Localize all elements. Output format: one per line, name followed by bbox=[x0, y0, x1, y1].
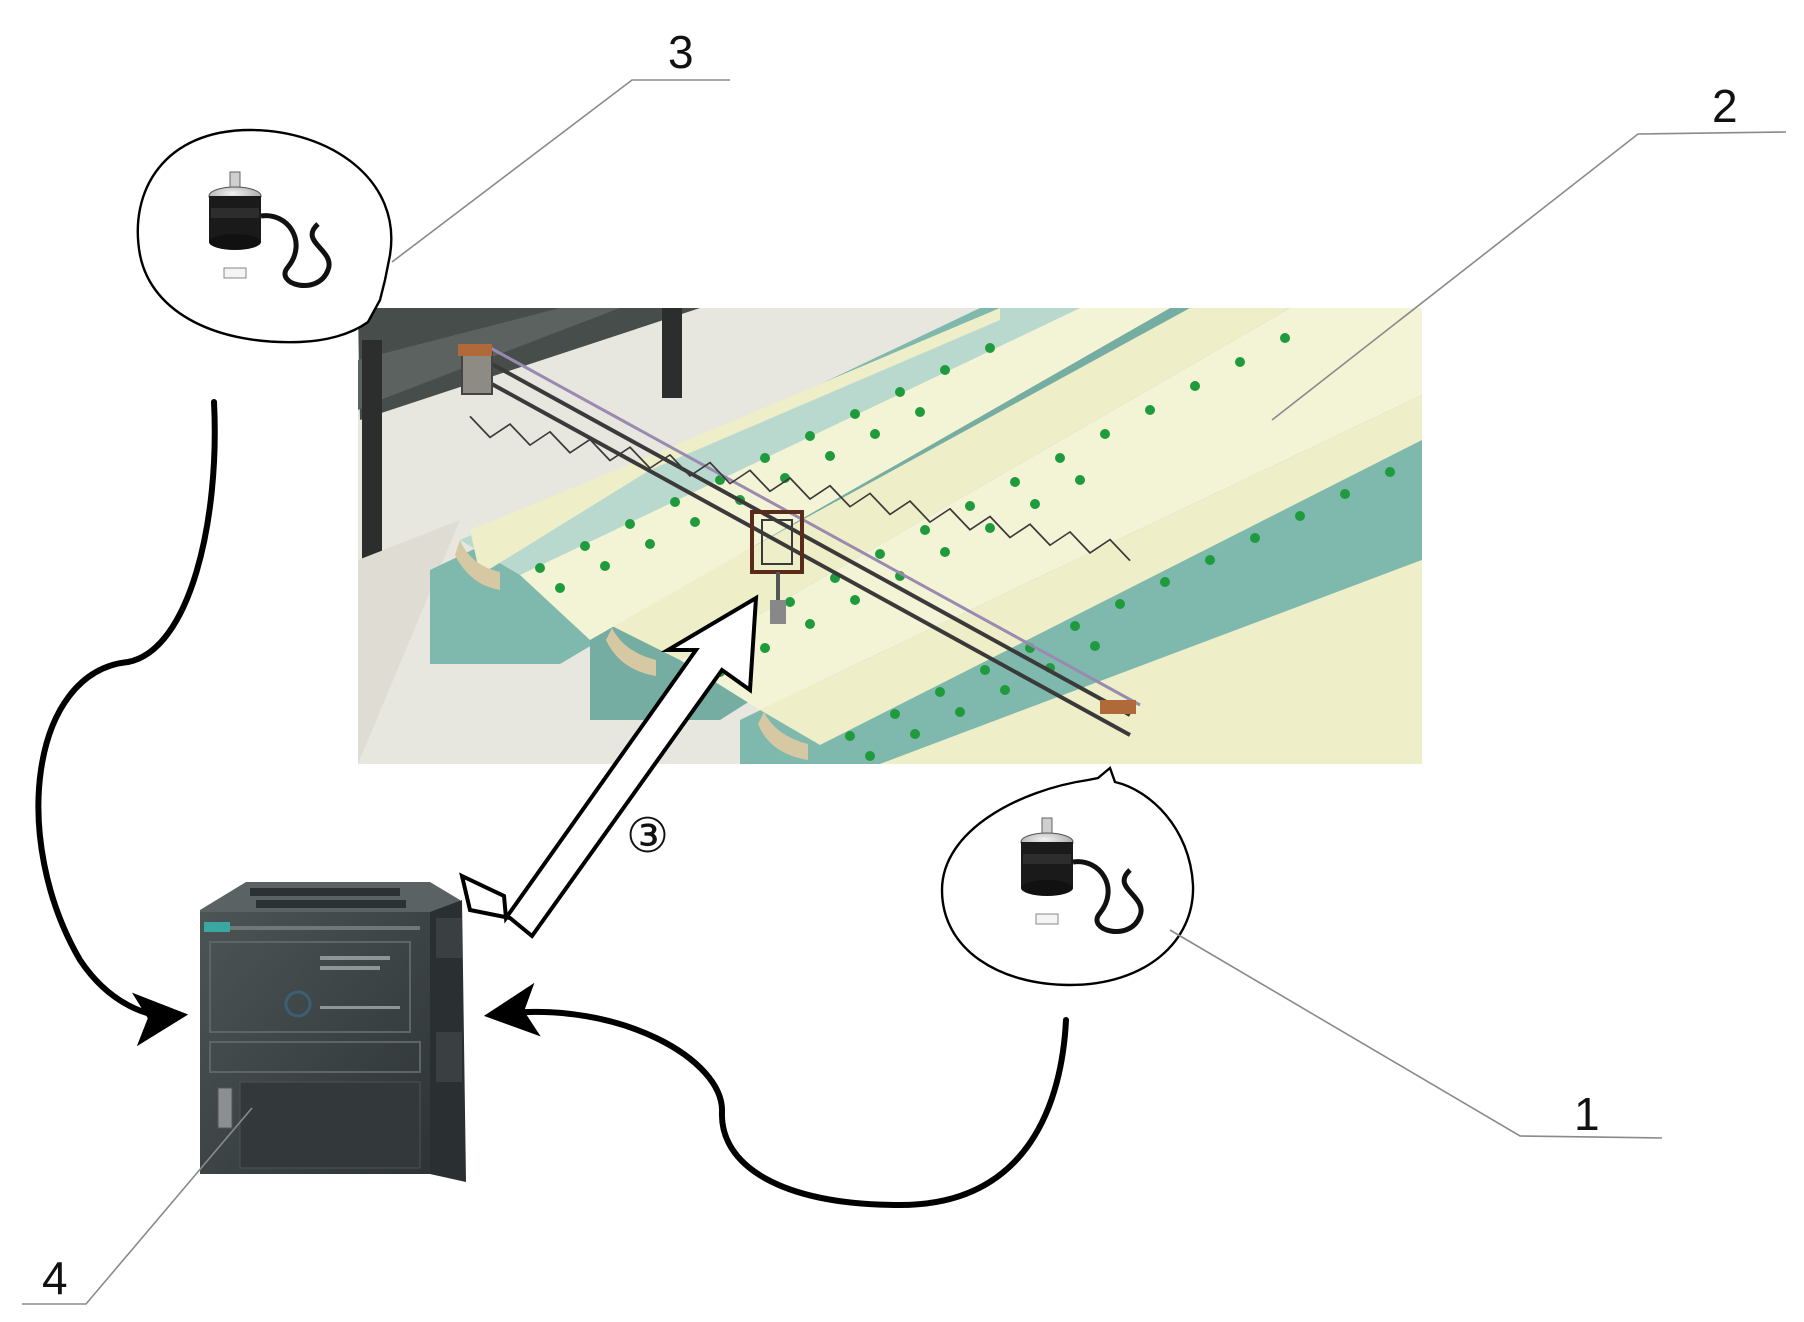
callout-1: 1 bbox=[1574, 1088, 1600, 1140]
greenhouse-scene bbox=[358, 308, 1422, 764]
control-arrow bbox=[459, 594, 759, 939]
encoder-icon bbox=[208, 171, 332, 288]
leader-3 bbox=[391, 79, 730, 263]
encoder-icon bbox=[1020, 817, 1144, 934]
callout-4: 4 bbox=[42, 1252, 68, 1304]
signal-wire-encoder-3 bbox=[35, 399, 218, 1047]
plc-icon bbox=[200, 882, 466, 1182]
leader-1 bbox=[1169, 929, 1663, 1139]
carriage bbox=[750, 510, 804, 624]
callout-3: 3 bbox=[668, 26, 694, 78]
signal-wire-encoder-1 bbox=[483, 982, 1069, 1209]
leader-4 bbox=[22, 1107, 253, 1305]
callout-2: 2 bbox=[1712, 80, 1738, 132]
encoder-1-bubble bbox=[940, 765, 1195, 987]
encoder-3-bubble bbox=[136, 128, 393, 344]
signal-label: ③ bbox=[626, 808, 669, 864]
leader-2 bbox=[1271, 131, 1787, 421]
